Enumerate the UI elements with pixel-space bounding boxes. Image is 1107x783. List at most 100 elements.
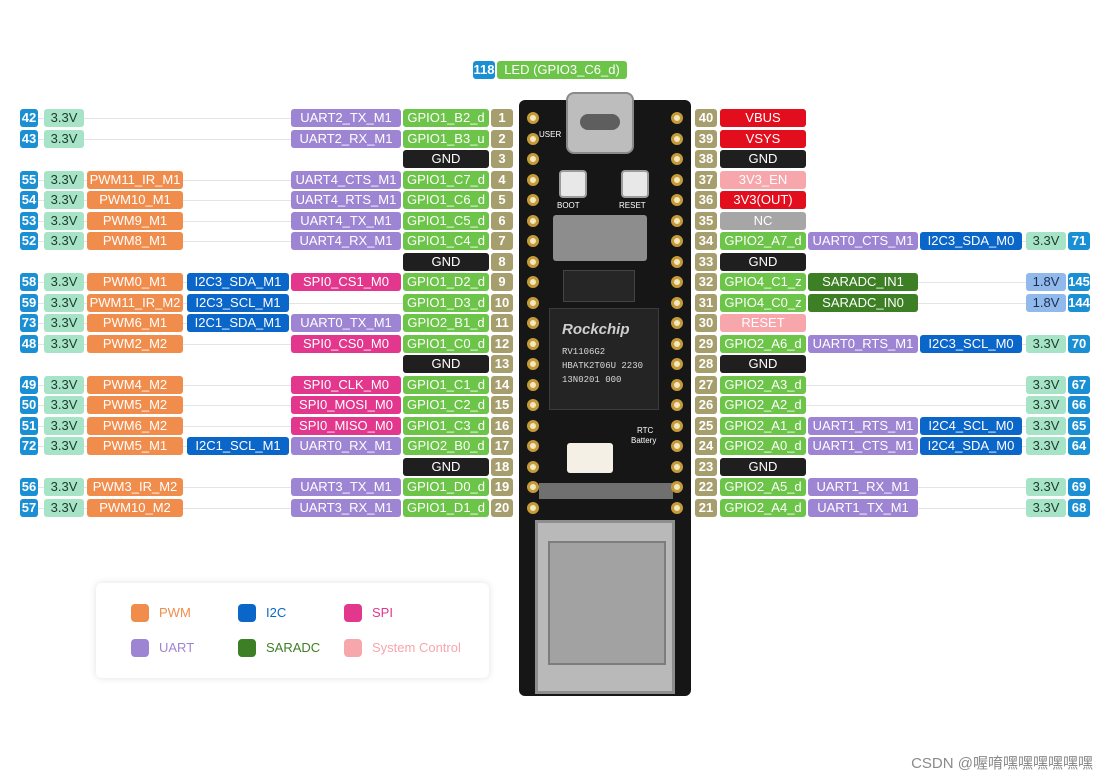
right-pin-number-36: 36	[695, 191, 717, 209]
left-connector-10	[38, 302, 44, 304]
right-pin-26-id: 66	[1068, 396, 1090, 414]
left-pin-5-id: 54	[20, 191, 38, 209]
right-pin-25-v33: 3.3V	[1026, 416, 1066, 435]
right-pin-27-id: 67	[1068, 375, 1090, 394]
right-hole-23	[671, 460, 683, 473]
left-pin-20-pwm: PWM10_M2	[87, 498, 183, 517]
right-pin-number-30: 30	[695, 314, 717, 332]
left-hole-17	[527, 440, 539, 452]
left-pin-9-i2c: I2C3_SDA_M1	[187, 273, 289, 291]
left-pin-5-pwm: PWM10_M1	[87, 191, 183, 209]
left-pin-1-uart: UART2_TX_M1	[291, 109, 401, 127]
left-connector-11	[183, 323, 187, 324]
left-pin-12-id: 48	[20, 334, 38, 353]
right-hole-37	[671, 173, 683, 186]
left-pin-19-pwm: PWM3_IR_M2	[87, 478, 183, 496]
left-connector-12	[38, 343, 44, 345]
left-pin-16-spi: SPI0_MISO_M0	[291, 416, 401, 435]
left-pin-5-v33: 3.3V	[44, 191, 84, 209]
right-hole-34	[671, 235, 683, 247]
right-connector-25	[1022, 425, 1026, 427]
left-connector-12	[84, 343, 87, 345]
left-pin-6-uart: UART4_TX_M1	[291, 211, 401, 230]
legend-label-syscontrol: System Control	[372, 640, 461, 655]
boot-label: BOOT	[557, 201, 580, 210]
left-connector-4	[38, 179, 44, 181]
left-pin-16-v33: 3.3V	[44, 416, 84, 435]
left-pin-number-19: 19	[491, 478, 513, 496]
left-connector-17	[38, 446, 44, 447]
right-connector-21	[918, 507, 1026, 509]
left-pin-11-pwm: PWM6_M1	[87, 314, 183, 332]
left-connector-7	[38, 241, 44, 242]
left-pin-17-id: 72	[20, 437, 38, 455]
left-pin-15-pwm: PWM5_M2	[87, 396, 183, 414]
left-pin-14-pwm: PWM4_M2	[87, 375, 183, 394]
right-hole-32	[671, 276, 683, 288]
right-pin-number-39: 39	[695, 129, 717, 148]
left-connector-19	[84, 487, 87, 488]
left-pin-13-gnd: GND	[403, 355, 489, 373]
left-connector-6	[183, 220, 291, 222]
left-connector-17	[183, 446, 187, 447]
right-pin-21-v33: 3.3V	[1026, 498, 1066, 517]
left-pin-7-v33: 3.3V	[44, 232, 84, 250]
right-pin-24-uart: UART1_CTS_M1	[808, 437, 918, 455]
left-connector-15	[84, 405, 87, 406]
left-pin-number-2: 2	[491, 129, 513, 148]
left-pin-9-spi: SPI0_CS1_M0	[291, 273, 401, 291]
left-pin-number-1: 1	[491, 109, 513, 127]
right-pin-22-v33: 3.3V	[1026, 478, 1066, 496]
left-pin-15-gpio: GPIO1_C2_d	[403, 396, 489, 414]
left-connector-16	[38, 425, 44, 427]
left-pin-1-id: 42	[20, 109, 38, 127]
right-hole-22	[671, 481, 683, 493]
left-hole-14	[527, 378, 539, 391]
right-pin-24-gpio: GPIO2_A0_d	[720, 437, 806, 455]
ribbon-connector	[539, 483, 673, 499]
left-hole-15	[527, 399, 539, 411]
left-pin-2-v33: 3.3V	[44, 129, 84, 148]
right-pin-number-32: 32	[695, 273, 717, 291]
left-pin-12-gpio: GPIO1_C0_d	[403, 334, 489, 353]
left-connector-9	[183, 282, 187, 283]
left-pin-number-14: 14	[491, 375, 513, 394]
right-connector-24	[1022, 446, 1026, 447]
left-connector-19	[183, 487, 291, 488]
right-hole-33	[671, 255, 683, 268]
chip-line-3: 13N0201 000	[562, 375, 622, 385]
left-connector-11	[38, 323, 44, 324]
left-connector-4	[183, 179, 291, 181]
right-hole-27	[671, 378, 683, 391]
left-connector-2	[38, 138, 44, 140]
right-pin-23-gnd: GND	[720, 457, 806, 476]
left-connector-17	[84, 446, 87, 447]
right-pin-28-gnd: GND	[720, 355, 806, 373]
left-pin-7-uart: UART4_RX_M1	[291, 232, 401, 250]
left-pin-number-10: 10	[491, 293, 513, 312]
left-pin-11-id: 73	[20, 314, 38, 332]
left-hole-12	[527, 337, 539, 350]
left-pin-9-id: 58	[20, 273, 38, 291]
left-pin-number-4: 4	[491, 170, 513, 189]
left-connector-20	[38, 507, 44, 509]
left-connector-20	[84, 507, 87, 509]
left-pin-17-i2c: I2C1_SCL_M1	[187, 437, 289, 455]
left-connector-10	[289, 302, 403, 304]
left-pin-20-id: 57	[20, 498, 38, 517]
right-pin-37-syscontrol: 3V3_EN	[720, 170, 806, 189]
right-pin-27-gpio: GPIO2_A3_d	[720, 375, 806, 394]
right-hole-29	[671, 337, 683, 350]
legend-swatch-pwm	[131, 604, 149, 622]
left-pin-6-gpio: GPIO1_C5_d	[403, 211, 489, 230]
rtc-label: RTC	[637, 426, 654, 435]
right-pin-32-v18: 1.8V	[1026, 273, 1066, 291]
right-pin-29-uart: UART0_RTS_M1	[808, 334, 918, 353]
left-hole-6	[527, 214, 539, 227]
left-connector-9	[38, 282, 44, 283]
legend-label-spi: SPI	[372, 605, 393, 620]
right-hole-35	[671, 214, 683, 227]
left-pin-12-spi: SPI0_CS0_M0	[291, 334, 401, 353]
left-pin-number-12: 12	[491, 334, 513, 353]
left-pin-1-gpio: GPIO1_B2_d	[403, 109, 489, 127]
